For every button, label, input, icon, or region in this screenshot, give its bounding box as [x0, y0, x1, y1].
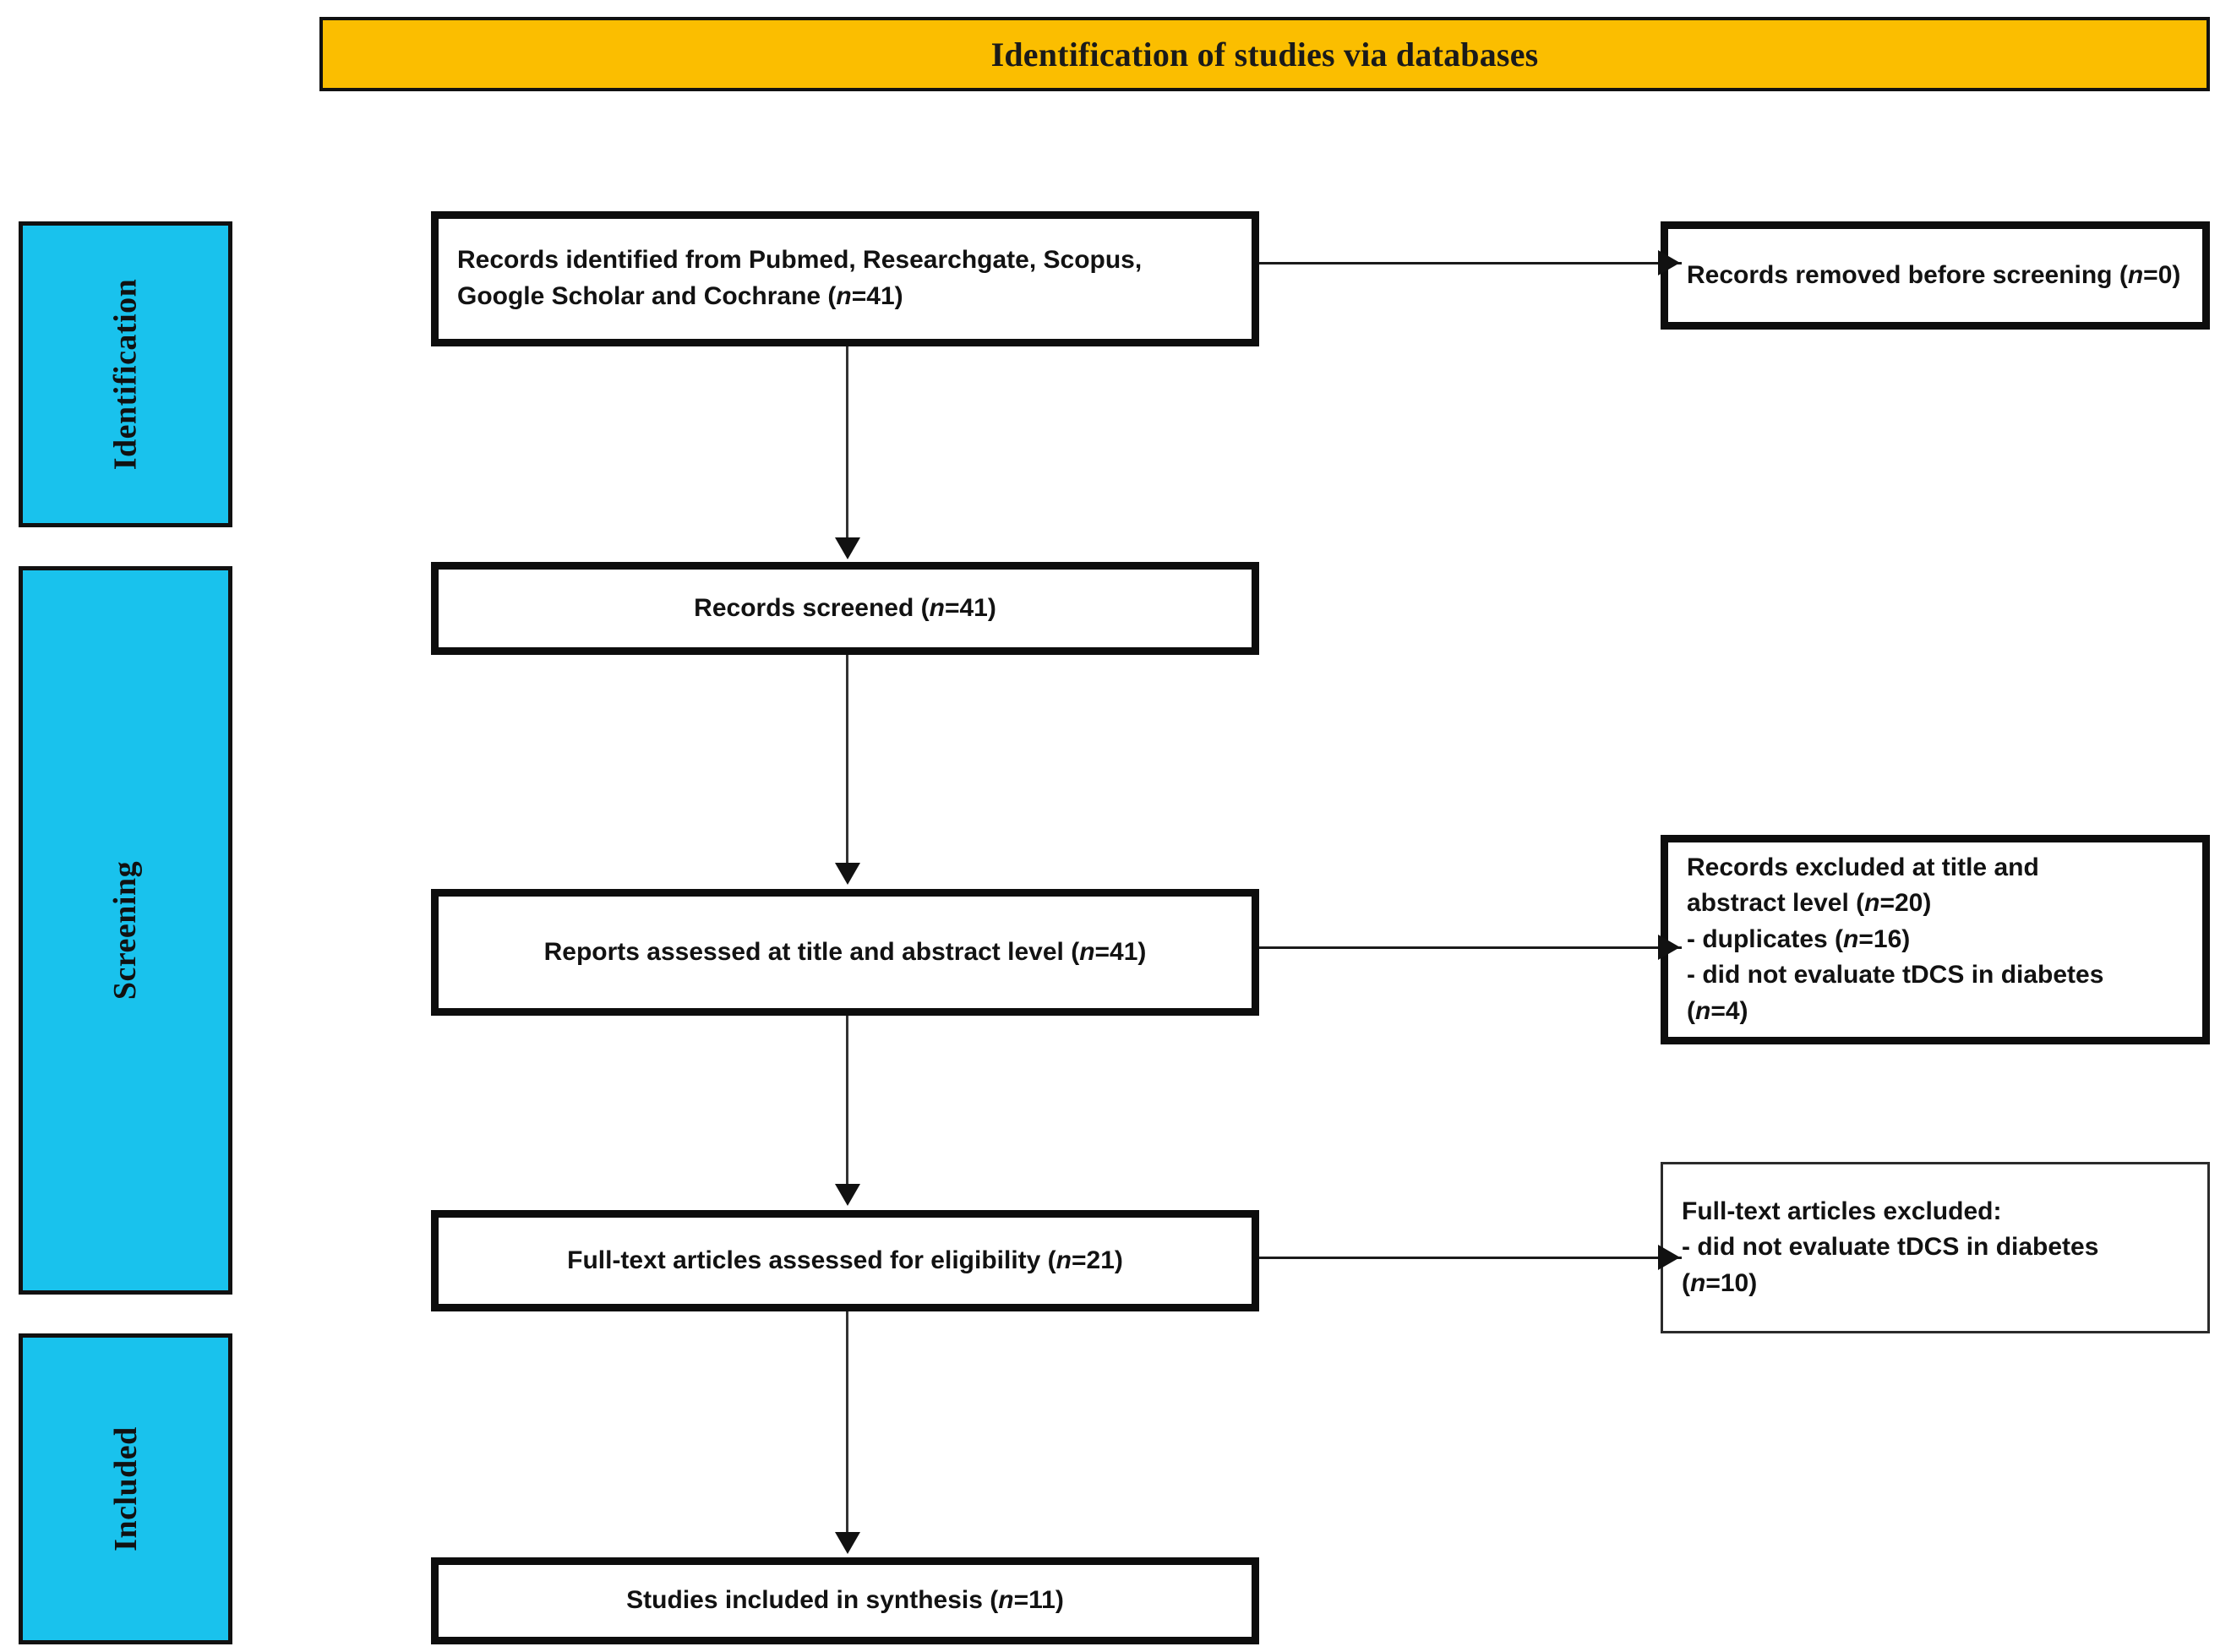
box-studies-included-text: Studies included in synthesis (n=11): [439, 1583, 1252, 1619]
arrow-right-icon-to-removed: [1658, 250, 1680, 275]
arrow-right-icon-to-excluded-ta: [1658, 935, 1680, 960]
stage-block-screening: Screening: [19, 566, 232, 1295]
excluded-ft-line3-pre: (: [1682, 1268, 1690, 1297]
stage-block-identification: Identification: [19, 221, 232, 527]
excluded-ta-line3-post: =16): [1858, 924, 1911, 953]
records-screened-post: =41): [944, 593, 996, 622]
records-identified-line1: Records identified from Pubmed, Research…: [457, 246, 1143, 275]
records-removed-n-symbol: n: [2127, 260, 2144, 289]
stage-label-identification: Identification: [107, 278, 144, 471]
box-reports-assessed: Reports assessed at title and abstract l…: [431, 889, 1259, 1016]
box-records-identified-text: Records identified from Pubmed, Research…: [439, 243, 1252, 314]
diagram-header-banner: Identification of studies via databases: [319, 17, 2210, 91]
reports-assessed-post: =41): [1094, 937, 1147, 966]
excluded-ta-line3-pre: - duplicates (: [1687, 924, 1844, 953]
connector-fulltext-to-included: [846, 1311, 848, 1534]
excluded-ta-line5-n-symbol: n: [1695, 996, 1711, 1025]
box-records-screened: Records screened (n=41): [431, 562, 1259, 655]
excluded-ta-line1: Records excluded at title and: [1687, 853, 2039, 881]
records-identified-n-symbol: n: [836, 282, 852, 310]
fulltext-assessed-post: =21): [1071, 1246, 1123, 1274]
records-removed-post: =0): [2143, 260, 2181, 289]
stage-label-included: Included: [107, 1426, 144, 1551]
connector-reports-to-excluded-ta: [1259, 946, 1682, 949]
arrow-down-icon-to-screened: [835, 537, 860, 559]
stage-block-included: Included: [19, 1333, 232, 1644]
box-fulltext-excluded: Full-text articles excluded: - did not e…: [1661, 1162, 2210, 1333]
excluded-ta-line5-post: =4): [1710, 996, 1748, 1025]
box-reports-assessed-text: Reports assessed at title and abstract l…: [439, 935, 1252, 971]
box-records-excluded-title-abstract: Records excluded at title and abstract l…: [1661, 835, 2210, 1044]
records-identified-line2-pre: Google Scholar and Cochrane (: [457, 282, 837, 310]
box-records-removed-text: Records removed before screening (n=0): [1668, 258, 2202, 294]
studies-included-pre: Studies included in synthesis (: [626, 1586, 999, 1615]
box-records-identified: Records identified from Pubmed, Research…: [431, 211, 1259, 346]
excluded-ft-line3-post: =10): [1705, 1268, 1758, 1297]
connector-identified-to-screened: [846, 346, 848, 539]
studies-included-post: =11): [1013, 1586, 1064, 1615]
excluded-ta-line2-pre: abstract level (: [1687, 889, 1865, 918]
excluded-ta-line4: - did not evaluate tDCS in diabetes: [1687, 961, 2104, 990]
box-fulltext-assessed-text: Full-text articles assessed for eligibil…: [439, 1243, 1252, 1279]
fulltext-assessed-n-symbol: n: [1055, 1246, 1072, 1274]
records-identified-line2-post: =41): [851, 282, 903, 310]
reports-assessed-pre: Reports assessed at title and abstract l…: [543, 937, 1080, 966]
connector-screened-to-reports: [846, 655, 848, 864]
arrow-down-icon-to-reports: [835, 863, 860, 885]
excluded-ta-line3-n-symbol: n: [1843, 924, 1859, 953]
excluded-ta-line5-pre: (: [1687, 996, 1695, 1025]
box-records-excluded-title-abstract-text: Records excluded at title and abstract l…: [1668, 850, 2202, 1030]
stage-label-screening: Screening: [107, 860, 144, 1000]
box-records-removed: Records removed before screening (n=0): [1661, 221, 2210, 330]
arrow-down-icon-to-included: [835, 1532, 860, 1554]
box-fulltext-excluded-text: Full-text articles excluded: - did not e…: [1663, 1194, 2207, 1302]
box-studies-included: Studies included in synthesis (n=11): [431, 1557, 1259, 1644]
box-fulltext-assessed: Full-text articles assessed for eligibil…: [431, 1210, 1259, 1311]
connector-fulltext-to-excluded-ft: [1259, 1257, 1682, 1259]
studies-included-n-symbol: n: [998, 1586, 1014, 1615]
excluded-ft-line2: - did not evaluate tDCS in diabetes: [1682, 1233, 2099, 1262]
arrow-down-icon-to-fulltext: [835, 1184, 860, 1206]
fulltext-assessed-pre: Full-text articles assessed for eligibil…: [567, 1246, 1056, 1274]
excluded-ft-line3-n-symbol: n: [1690, 1268, 1706, 1297]
reports-assessed-n-symbol: n: [1079, 937, 1095, 966]
page-title: Identification of studies via databases: [990, 35, 1539, 74]
excluded-ft-line1: Full-text articles excluded:: [1682, 1197, 2002, 1225]
records-screened-pre: Records screened (: [694, 593, 930, 622]
excluded-ta-line2-post: =20): [1879, 889, 1932, 918]
connector-identified-to-removed: [1259, 262, 1682, 264]
connector-reports-to-fulltext: [846, 1016, 848, 1186]
box-records-screened-text: Records screened (n=41): [439, 591, 1252, 627]
excluded-ta-line2-n-symbol: n: [1864, 889, 1880, 918]
records-screened-n-symbol: n: [929, 593, 945, 622]
records-removed-pre: Records removed before screening (: [1687, 260, 2128, 289]
arrow-right-icon-to-excluded-ft: [1658, 1245, 1680, 1270]
